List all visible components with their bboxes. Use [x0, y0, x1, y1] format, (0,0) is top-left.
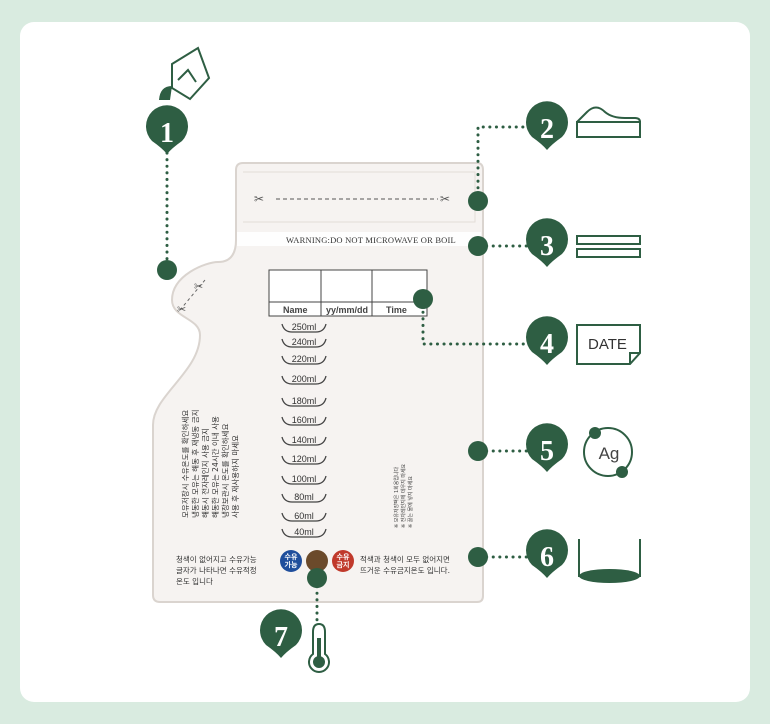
thermometer-icon — [308, 622, 330, 673]
marker-4: 4 — [526, 316, 568, 365]
vertical-left-line: 사용 후 재사용하지 마세요 — [230, 435, 240, 518]
label-header-date: yy/mm/dd — [326, 305, 368, 315]
pour-spout-icon — [159, 46, 211, 101]
marker-1: 1 — [146, 105, 188, 154]
marker-7: 7 — [260, 609, 302, 658]
red-dot-label: 수유 — [337, 552, 350, 561]
marker-5: 5 — [526, 423, 568, 472]
scale-tick — [281, 436, 327, 446]
anchor-dot — [157, 260, 177, 280]
vertical-right-line: ※ 끓는 물에 넣지 마세요 — [407, 476, 414, 528]
scale-label: 80ml — [294, 492, 314, 502]
scale-tick — [281, 375, 327, 385]
warning-text: WARNING:DO NOT MICROWAVE OR BOIL — [286, 235, 456, 245]
scale-tick — [281, 338, 327, 348]
scale-tick — [281, 355, 327, 365]
vertical-text-right: ※ 모유저장팩은 1회용입니다 ※ 전자레인지에 데우지 마세요 ※ 끓는 물에… — [393, 463, 414, 528]
scale-label: 220ml — [292, 354, 317, 364]
scale-label: 160ml — [292, 415, 317, 425]
temp-text-left: 글자가 나타나면 수유적정 — [176, 565, 257, 575]
temp-text-right: 뜨거운 수유금지온도 입니다. — [360, 566, 450, 575]
marker-number: 7 — [274, 622, 288, 653]
connectors — [165, 125, 532, 632]
blue-dot-label: 수유 — [285, 552, 298, 561]
brown-indicator-dot — [306, 550, 328, 572]
blue-dot-label: 가능 — [285, 560, 298, 569]
date-label-icon: DATE — [576, 324, 641, 365]
vertical-right-line: ※ 전자레인지에 데우지 마세요 — [400, 463, 407, 528]
scale-label: 120ml — [292, 454, 317, 464]
anchor-dot — [413, 289, 433, 309]
vertical-left-line: 냉동한 모유는 해동 후 재냉동 금지 — [190, 409, 200, 518]
tear-strip-icon — [576, 106, 641, 138]
temp-text-right: 적색과 청색이 모두 없어지면 — [360, 554, 450, 564]
scale-tick — [281, 475, 327, 485]
label-header-name: Name — [283, 305, 308, 315]
scale-tick — [281, 397, 327, 407]
anchor-dot — [468, 441, 488, 461]
vertical-right-line: ※ 모유저장팩은 1회용입니다 — [393, 466, 400, 528]
zipper-band — [237, 232, 481, 246]
scissors-icon: ✂ — [254, 192, 264, 206]
marker-number: 1 — [160, 118, 174, 149]
scale-tick — [281, 416, 327, 426]
corner-scissors-icon: ✂ — [194, 281, 203, 293]
anchor-dot — [468, 236, 488, 256]
scale-label: 40ml — [294, 527, 314, 537]
marker-3: 3 — [526, 218, 568, 267]
marker-6: 6 — [526, 529, 568, 578]
scale-label: 180ml — [292, 396, 317, 406]
marker-number: 6 — [540, 542, 554, 573]
temp-text-left: 온도 입니다 — [176, 577, 213, 586]
anchor-dot — [307, 568, 327, 588]
scale-label: 250ml — [292, 322, 317, 332]
anchor-dots — [157, 191, 488, 588]
anchor-dot — [468, 547, 488, 567]
scale-tick — [281, 455, 327, 465]
red-dot-label: 금지 — [337, 560, 350, 569]
marker-number: 3 — [540, 231, 554, 262]
marker-number: 4 — [540, 329, 554, 360]
volume-scale: 250ml 240ml 220ml 200ml 180ml 160ml 140ml 120ml… — [281, 322, 327, 538]
scale-label: 60ml — [294, 511, 314, 521]
scale-tick — [281, 323, 327, 333]
vertical-left-line: 냉장보관시 온도를 확인하세요 — [220, 423, 230, 518]
scale-label: 200ml — [292, 374, 317, 384]
marker-2: 2 — [526, 101, 568, 150]
anchor-dot — [468, 191, 488, 211]
corner-scissors-icon: ✂ — [177, 304, 186, 316]
silver-ion-icon: Ag — [583, 427, 633, 478]
scale-tick — [281, 528, 327, 538]
date-label-text: DATE — [588, 336, 627, 353]
red-indicator-dot — [332, 550, 354, 572]
ag-label-text: Ag — [599, 444, 620, 463]
scissors-icon: ✂ — [440, 192, 450, 206]
label-table: Name yy/mm/dd Time — [268, 269, 428, 317]
blue-indicator-dot — [280, 550, 302, 572]
vertical-left-line: 모유저장시 수유온도를 확인하세요 — [180, 410, 190, 518]
temp-text-left: 청색이 없어지고 수유가능 — [176, 554, 257, 564]
bag-outline — [152, 162, 484, 603]
scale-label: 100ml — [292, 474, 317, 484]
vertical-text-left: 모유저장시 수유온도를 확인하세요 냉동한 모유는 해동 후 재냉동 금지 해동… — [180, 409, 240, 518]
number-markers: 1 2 3 4 5 6 7 — [146, 101, 568, 658]
vertical-left-line: 해동시 전자레인지 사용 금지 — [200, 428, 210, 518]
scale-label: 140ml — [292, 435, 317, 445]
label-header-time: Time — [386, 305, 407, 315]
scale-label: 240ml — [292, 337, 317, 347]
storage-bag: ✂ ✂ WARNING:DO NOT MICROWAVE OR BOIL ✂ ✂… — [152, 162, 484, 603]
scale-tick — [281, 512, 327, 522]
flat-bottom-icon — [578, 539, 641, 583]
double-zipper-icon — [576, 235, 641, 258]
scale-tick — [281, 493, 327, 503]
marker-number: 2 — [540, 114, 554, 145]
marker-number: 5 — [540, 436, 554, 467]
vertical-left-line: 해동한 모유는 24시간 이내 사용 — [210, 416, 220, 518]
